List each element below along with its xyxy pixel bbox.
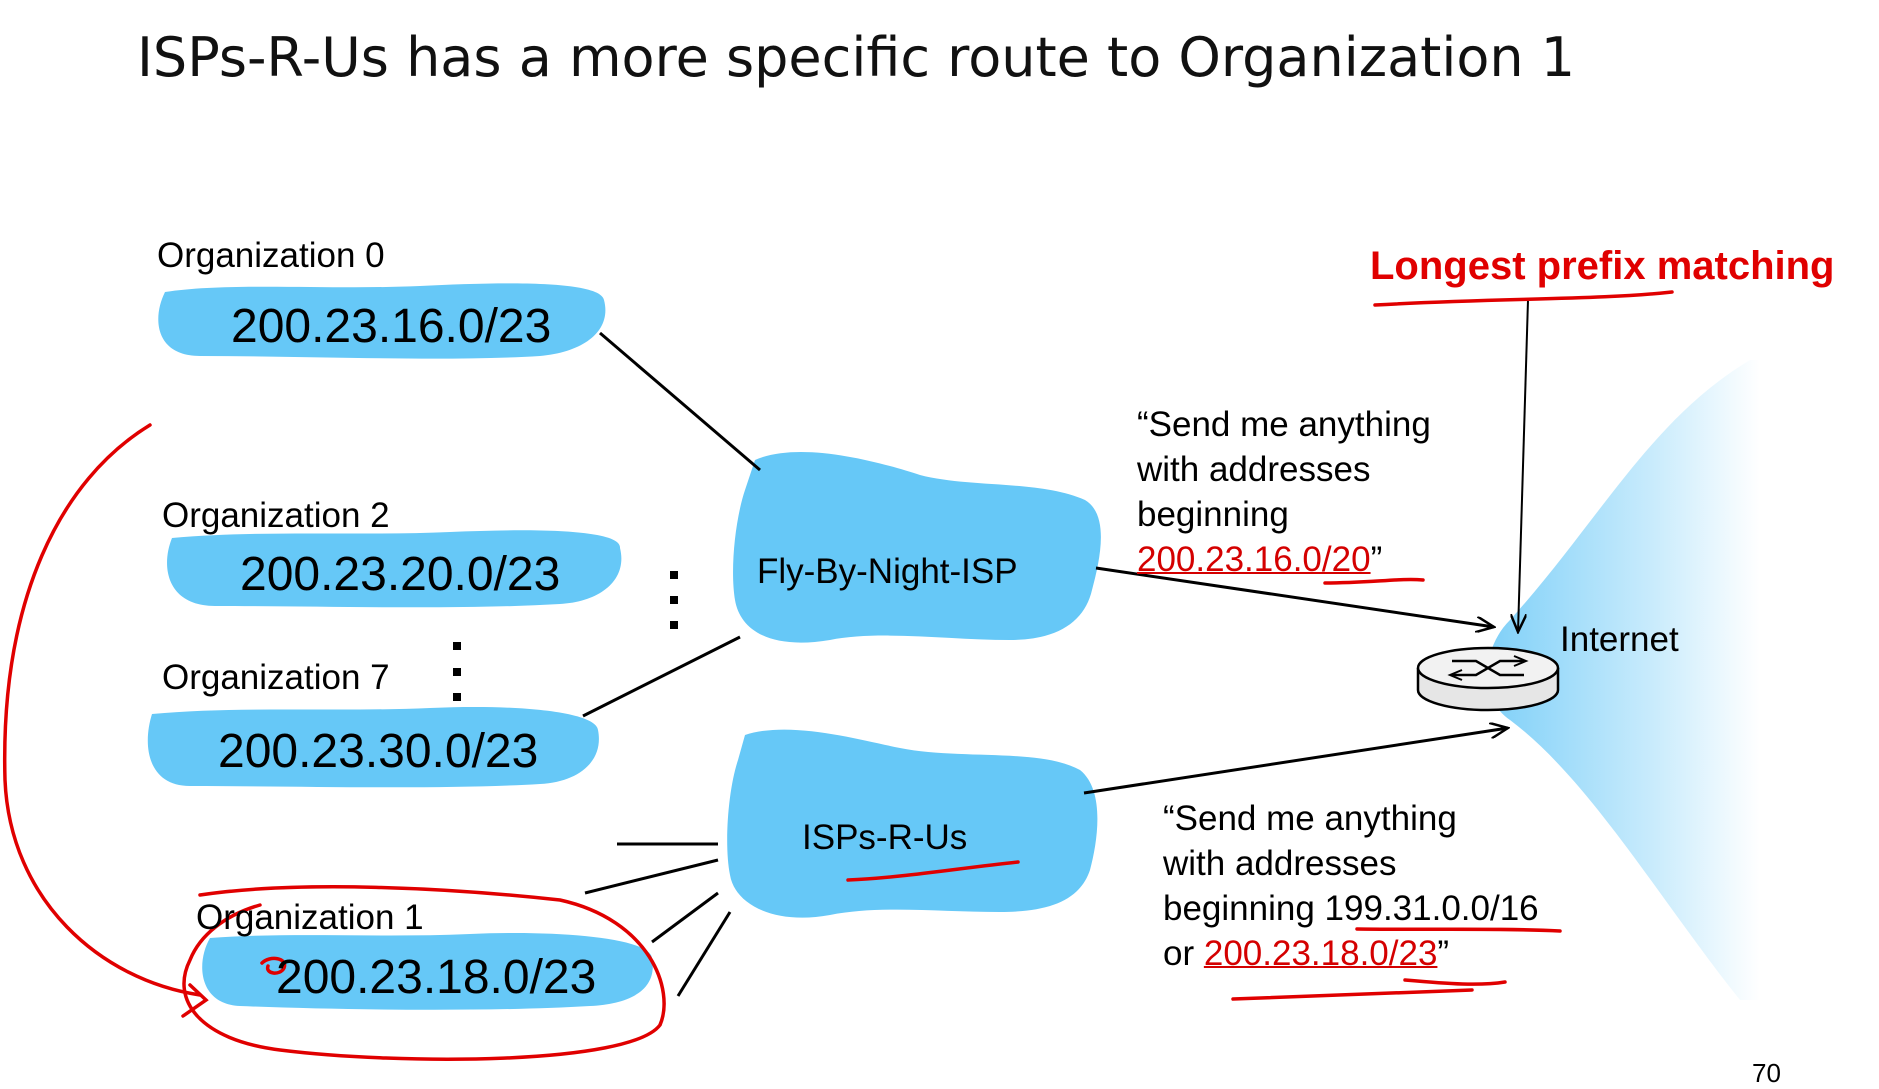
flybynight-advert-line3: beginning (1137, 495, 1289, 534)
isprus-advert-line1: “Send me anything (1163, 799, 1457, 838)
org7-blob (147, 706, 599, 788)
isprus-advert-line3: beginning (1163, 889, 1325, 928)
link-flybynight-router (1095, 566, 1494, 627)
internet-label: Internet (1560, 620, 1679, 659)
flybynight-advert-line1: “Send me anything (1137, 405, 1431, 444)
org1-blob (202, 933, 653, 1010)
org0-label: Organization 0 (157, 236, 385, 275)
flybynight-advert-line2: with addresses (1137, 450, 1371, 489)
longest-prefix-matching-annotation: Longest prefix matching (1370, 244, 1835, 288)
link-isprus-b (584, 858, 719, 895)
org7-label: Organization 7 (162, 658, 390, 697)
red-annotations (2, 290, 1674, 1061)
link-org0-flybynight (599, 331, 761, 472)
org2-prefix: 200.23.20.0/23 (240, 548, 561, 601)
fly-by-night-isp-cloud (733, 451, 1101, 643)
flybynight-advert-prefix: 200.23.16.0/20 (1137, 540, 1371, 579)
slide-title: ISPs-R-Us has a more specific route to O… (137, 26, 1576, 89)
annotation-pointer (1518, 299, 1529, 632)
org1-label: Organization 1 (196, 898, 424, 937)
org0-blob (158, 283, 606, 359)
isprus-advert-prefix1: 199.31.0.0/16 (1324, 889, 1539, 928)
org7-prefix: 200.23.30.0/23 (218, 725, 539, 778)
ellipsis-dots-vertical (453, 571, 678, 701)
org2-blob (167, 530, 622, 608)
link-isprus-d (676, 911, 732, 997)
router-icon (1416, 646, 1560, 712)
flybynight-advert-close: ” (1370, 540, 1383, 579)
link-isprus-router (1083, 728, 1508, 795)
org0-prefix: 200.23.16.0/23 (231, 300, 552, 353)
isps-r-us-label: ISPs-R-Us (802, 818, 968, 857)
fly-by-night-isp-label: Fly-By-Night-ISP (757, 552, 1018, 591)
isprus-advert-line2: with addresses (1163, 844, 1397, 883)
isps-r-us-cloud (727, 729, 1098, 918)
internet-cloud (1487, 360, 1760, 1000)
isprus-advert-or: or (1163, 934, 1204, 973)
org1-prefix: 200.23.18.0/23 (276, 951, 597, 1004)
org2-label: Organization 2 (162, 496, 390, 535)
isprus-advert-prefix2: 200.23.18.0/23 (1203, 934, 1438, 973)
link-org7-flybynight (582, 635, 741, 718)
page-number: 70 (1752, 1058, 1781, 1088)
flybynight-advert: “Send me anything with addresses beginni… (1137, 402, 1431, 582)
isprus-advert: “Send me anything with addresses beginni… (1163, 796, 1539, 976)
link-org1-isprus (651, 891, 719, 944)
isprus-advert-close: ” (1437, 934, 1450, 973)
